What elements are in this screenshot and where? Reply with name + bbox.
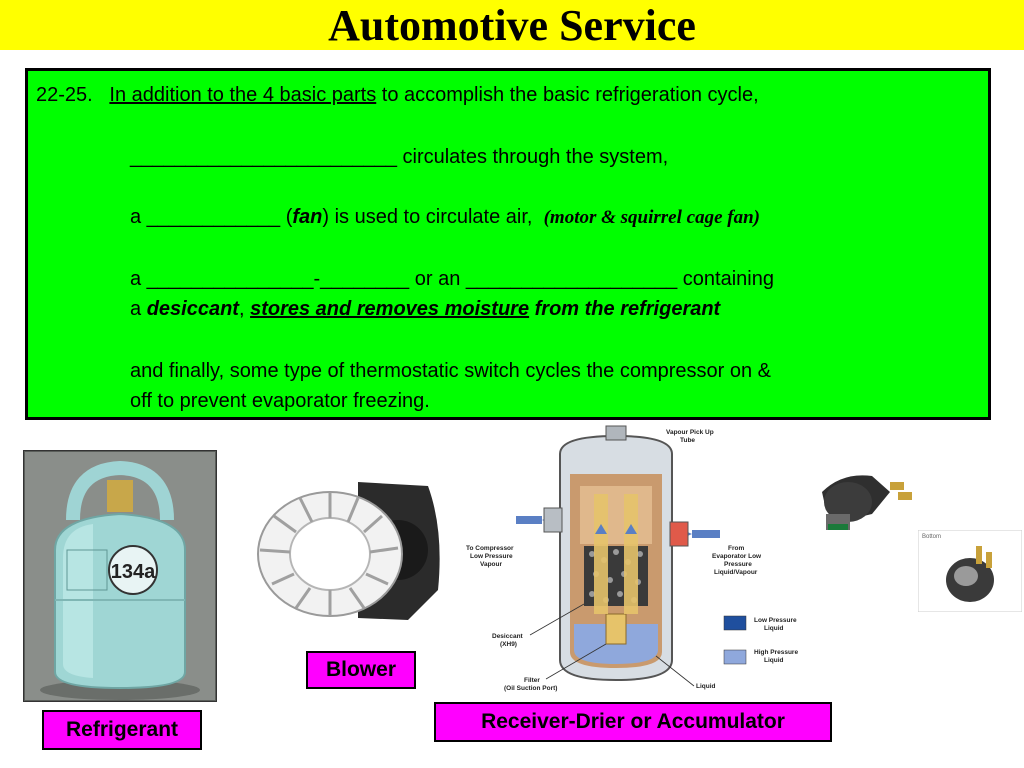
- fan-word: fan: [292, 206, 323, 228]
- diagram-tube: Tube: [680, 437, 695, 444]
- line5-start: a: [130, 298, 147, 320]
- tank-badge: 134a: [111, 561, 156, 583]
- receiver-drier-label: Receiver-Drier or Accumulator: [434, 702, 832, 742]
- desiccant-word: desiccant: [146, 298, 239, 320]
- line5-comma: ,: [238, 298, 251, 320]
- diagram-to-compressor-3: Vapour: [480, 561, 503, 568]
- diagram-desiccant-1: Desiccant: [492, 633, 524, 640]
- content-line-1: 22-25. In addition to the 4 basic parts …: [36, 83, 759, 107]
- stores-phrase: stores and removes moisture: [250, 298, 530, 320]
- content-line-5: a desiccant, stores and removes moisture…: [130, 297, 720, 321]
- legend-high-1: High Pressure: [754, 649, 798, 656]
- diagram-filter-2: (Oil Suction Port): [504, 685, 557, 692]
- motor-note: (motor & squirrel cage fan): [543, 207, 760, 228]
- intro-underlined: In addition to the 4 basic parts: [109, 84, 377, 106]
- content-line-4: a _______________-________ or an _______…: [130, 268, 774, 290]
- refrigerant-tank-image: 134a: [23, 450, 217, 702]
- legend-low-1: Low Pressure: [754, 617, 797, 624]
- diagram-filter-1: Filter: [524, 677, 540, 684]
- diagram-to-compressor-2: Low Pressure: [470, 553, 513, 560]
- diagram-from-evap-1: From: [728, 545, 744, 552]
- refrigerant-phrase: from the refrigerant: [529, 298, 721, 320]
- legend-low-2: Liquid: [764, 625, 784, 632]
- title-bar: Automotive Service: [0, 0, 1024, 50]
- refrigerant-label: Refrigerant: [42, 710, 202, 750]
- content-line-6: and finally, some type of thermostatic s…: [130, 360, 772, 382]
- pressure-switch-bottom-image: Bottom: [918, 530, 1022, 612]
- legend-low-swatch: [723, 615, 747, 631]
- diagram-from-evap-3: Pressure: [724, 561, 752, 568]
- diagram-liquid: Liquid: [696, 683, 716, 690]
- item-number: 22-25.: [36, 84, 93, 106]
- receiver-drier-diagram: Vapour Pick Up Tube To Compressor Low Pr…: [456, 424, 818, 700]
- line3-start: a ____________ (: [130, 206, 293, 228]
- content-line-7: off to prevent evaporator freezing.: [130, 390, 430, 412]
- blower-label: Blower: [306, 651, 416, 689]
- slide-title: Automotive Service: [328, 1, 696, 50]
- diagram-desiccant-2: (XH9): [500, 641, 517, 648]
- diagram-from-evap-4: Liquid/Vapour: [714, 569, 758, 576]
- diagram-vapour-pickup: Vapour Pick Up: [666, 429, 714, 436]
- line3-middle: ) is used to circulate air,: [322, 206, 533, 228]
- pressure-switch-image: [812, 462, 924, 540]
- legend-high-2: Liquid: [764, 657, 784, 664]
- legend-high-swatch: [723, 649, 747, 665]
- content-line-2: ________________________ circulates thro…: [130, 146, 669, 168]
- content-box: 22-25. In addition to the 4 basic parts …: [25, 68, 991, 420]
- blower-image: [238, 470, 448, 632]
- diagram-from-evap-2: Evaporator Low: [712, 553, 762, 560]
- content-line-3: a ____________ (fan) is used to circulat…: [130, 205, 760, 230]
- diagram-to-compressor-1: To Compressor: [466, 545, 514, 552]
- switch-bottom-caption: Bottom: [922, 534, 941, 540]
- intro-rest: to accomplish the basic refrigeration cy…: [376, 84, 759, 106]
